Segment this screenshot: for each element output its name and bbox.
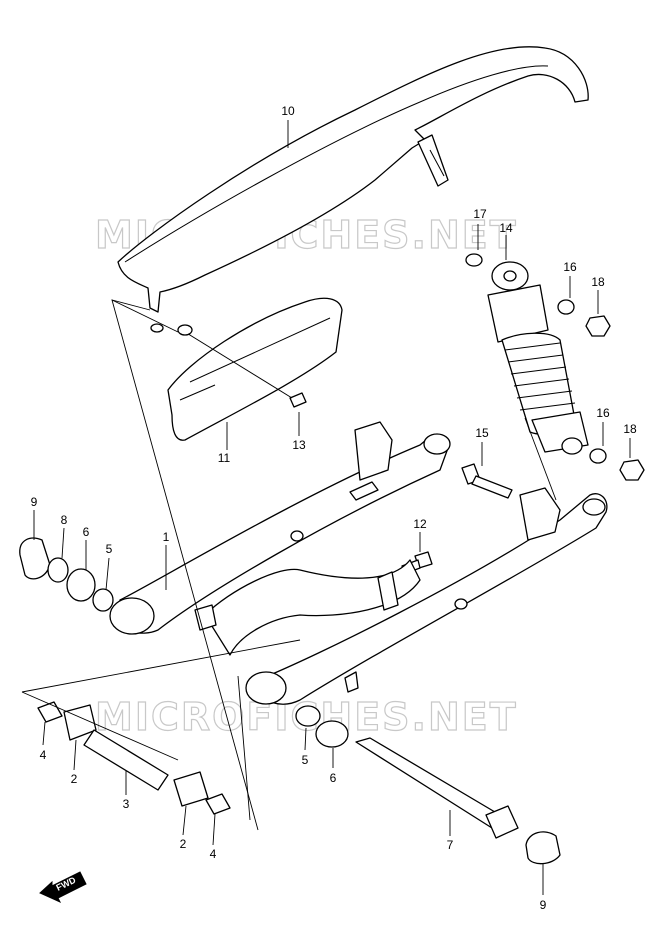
callout-18-bottom: 18 [623, 422, 637, 436]
callout-1: 1 [163, 530, 170, 544]
bolt-15 [461, 463, 513, 499]
nut-18-bottom [619, 459, 645, 481]
grommet-2 [150, 323, 164, 333]
callout-18-top: 18 [591, 275, 605, 289]
callout-16-bottom: 16 [596, 406, 610, 420]
washer-17 [465, 253, 483, 267]
callout-6-bottom: 6 [330, 771, 337, 785]
callout-8: 8 [61, 513, 68, 527]
callout-4-right: 4 [210, 847, 217, 861]
callout-3: 3 [123, 797, 130, 811]
callout-2-right: 2 [180, 837, 187, 851]
callout-6-top: 6 [83, 525, 90, 539]
callout-13: 13 [292, 438, 306, 452]
left-pivot-stack [19, 537, 114, 612]
callout-12: 12 [413, 517, 427, 531]
callouts: 10 11 13 17 14 16 18 16 18 15 12 1 9 8 6… [31, 104, 637, 912]
bolt-13 [184, 331, 307, 408]
callout-9-right: 9 [540, 898, 547, 912]
callout-2-left: 2 [71, 772, 78, 786]
callout-9-left: 9 [31, 495, 38, 509]
callout-7: 7 [447, 838, 454, 852]
callout-10: 10 [281, 104, 295, 118]
right-pivot-stack [295, 705, 349, 748]
grommet [177, 324, 193, 336]
callout-14: 14 [499, 221, 513, 235]
assembly-lines [21, 299, 557, 831]
cap-9-right [525, 831, 561, 865]
swingarm [109, 421, 608, 705]
callout-5-top: 5 [106, 542, 113, 556]
callout-4-left: 4 [40, 748, 47, 762]
callout-11: 11 [218, 451, 231, 465]
leader-lines [33, 120, 631, 895]
rear-shock [487, 261, 589, 455]
chain-guard [167, 297, 343, 441]
callout-15: 15 [475, 426, 489, 440]
callout-16-top: 16 [563, 260, 577, 274]
callout-5-bottom: 5 [302, 753, 309, 767]
washer-16-top [557, 299, 575, 315]
nut-18-top [585, 315, 611, 337]
washer-16-bottom [589, 448, 607, 464]
pivot-bolt [355, 737, 519, 839]
callout-17: 17 [473, 207, 487, 221]
chain-case [117, 46, 589, 313]
cap-9-left [19, 537, 51, 580]
fwd-arrow-icon: FWD [39, 871, 87, 904]
